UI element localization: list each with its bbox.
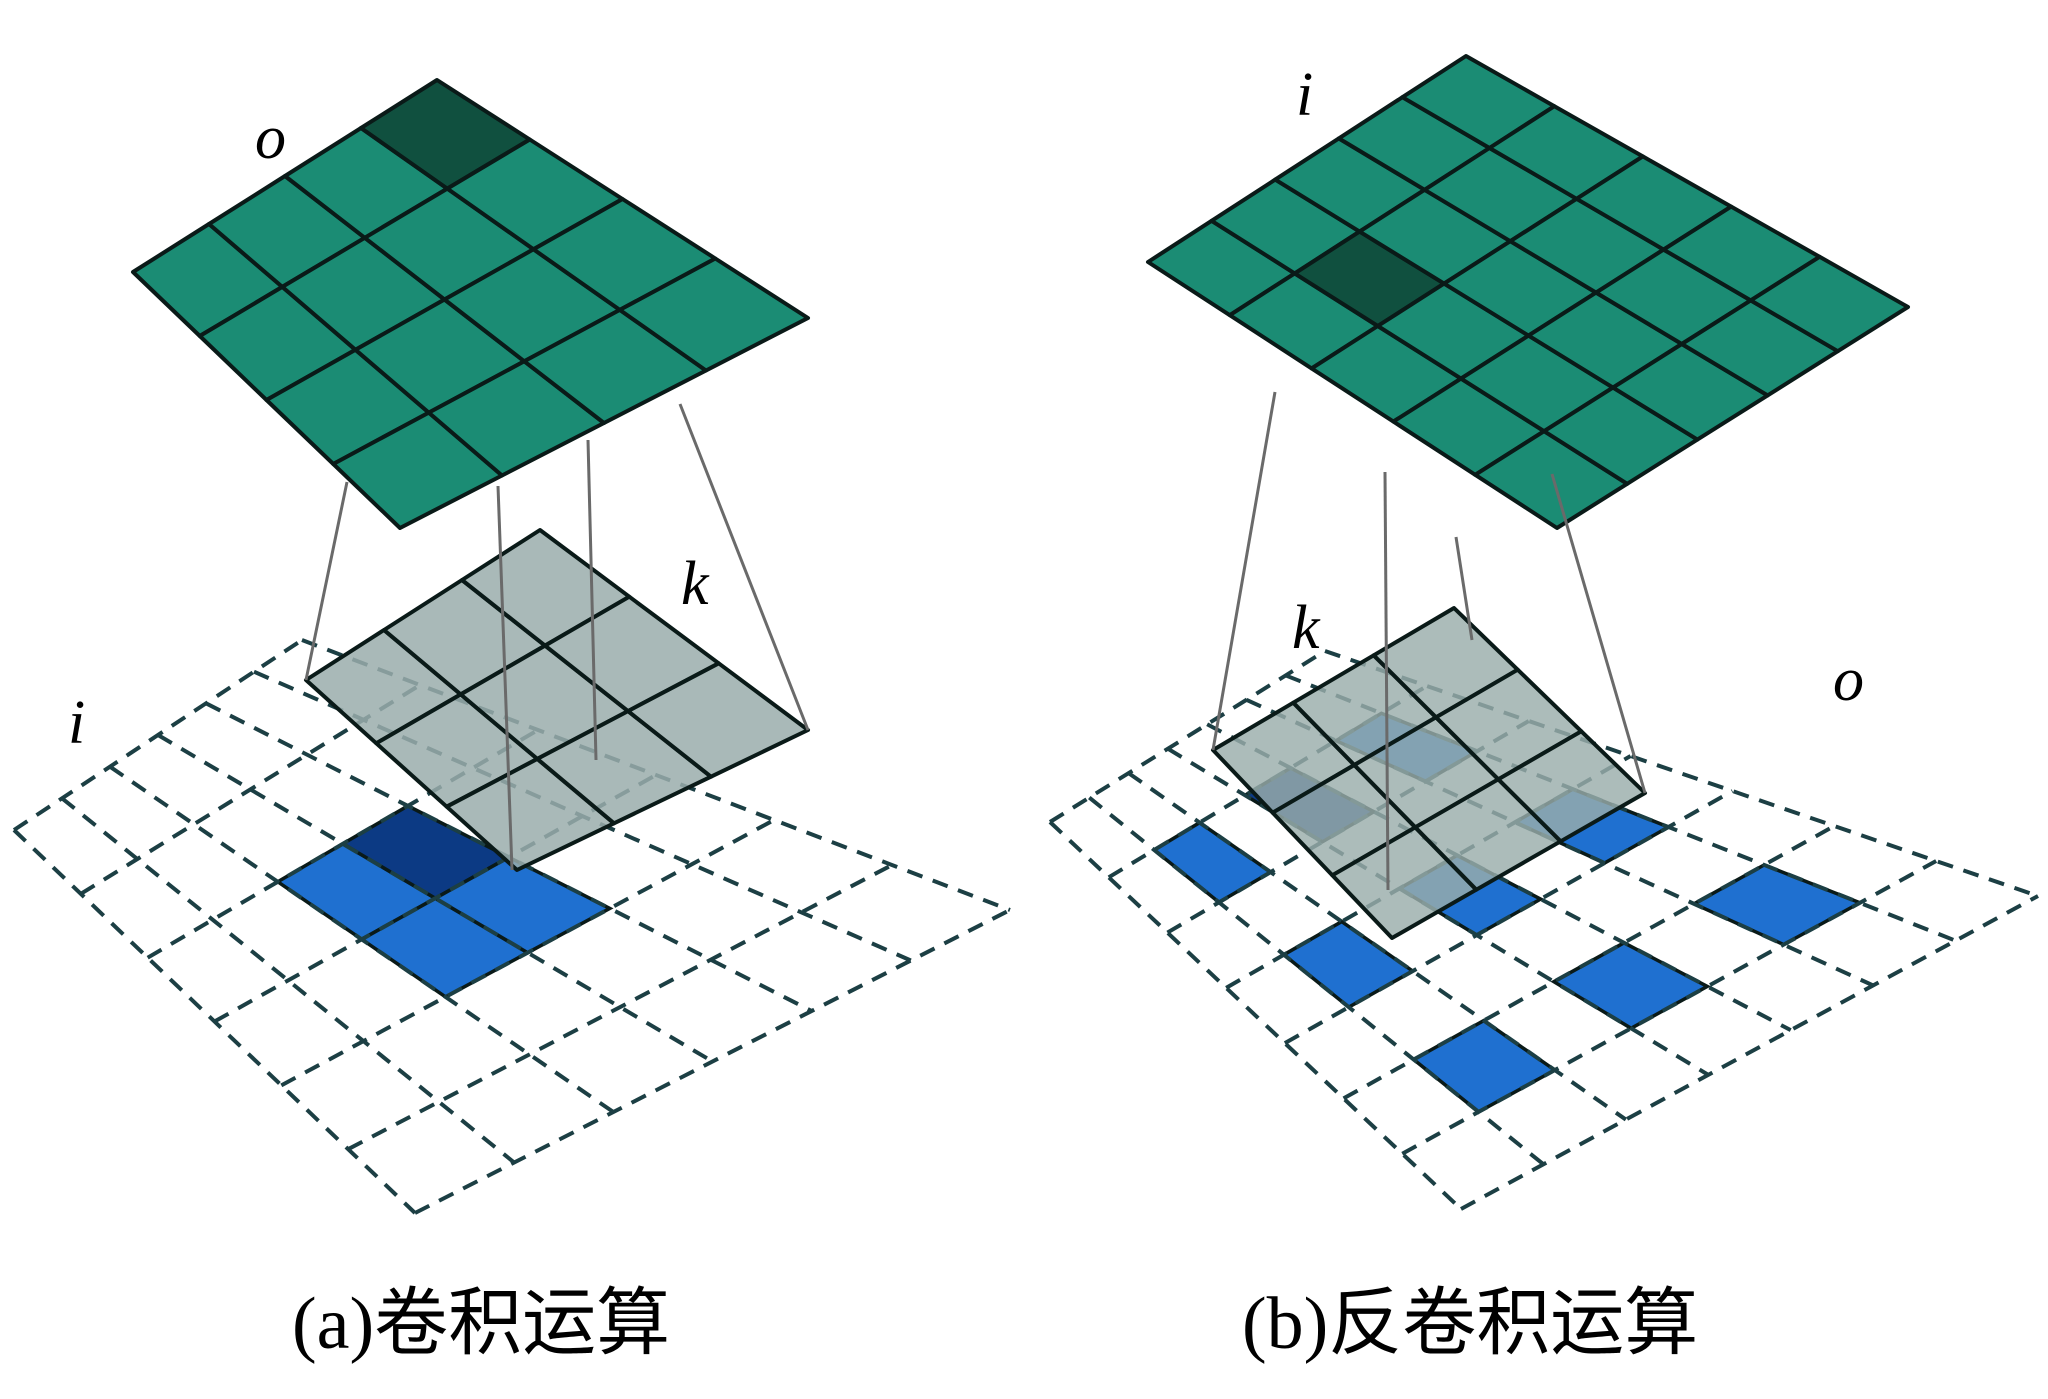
input-grid xyxy=(1146,54,1910,530)
grid-line xyxy=(1088,796,1545,1166)
grid-line xyxy=(1342,824,1836,1101)
grid-line xyxy=(1048,820,1463,1211)
input-grid-dashed xyxy=(12,638,1011,1215)
input-label-i: i xyxy=(1296,61,1313,129)
grid-line xyxy=(1166,747,1710,1077)
grid-line xyxy=(146,728,540,960)
grid-line xyxy=(108,765,615,1114)
grid-line xyxy=(213,773,657,1024)
connector-line xyxy=(304,481,349,681)
input-cell xyxy=(1748,254,1910,354)
kernel-label-k: k xyxy=(1292,594,1321,662)
connector-line xyxy=(586,439,598,761)
grid-line xyxy=(1166,719,1530,935)
grid-line xyxy=(12,828,417,1215)
output-grid-dashed xyxy=(1048,649,2039,1211)
connector-line xyxy=(1211,391,1277,751)
output-cell xyxy=(617,256,810,373)
kernel-grid xyxy=(1211,606,1647,940)
input-label-i: i xyxy=(68,689,85,757)
grid-line xyxy=(1324,649,2039,898)
connector-line xyxy=(1383,471,1390,891)
output-label-o: o xyxy=(1833,646,1864,714)
filled-cell xyxy=(1550,940,1712,1031)
grid-line xyxy=(1283,789,1734,1045)
convolution-panel: o k i (a)卷积运算 xyxy=(12,78,1011,1365)
filled-cell xyxy=(1690,862,1865,947)
kernel-grid xyxy=(304,528,810,872)
connector-line xyxy=(1550,473,1647,794)
grid-line xyxy=(60,796,516,1165)
grid-line xyxy=(1460,894,2039,1211)
output-grid xyxy=(131,78,810,530)
grid-line xyxy=(1127,771,1628,1122)
output-label-o: o xyxy=(255,104,286,172)
grid-line xyxy=(347,863,893,1151)
deconvolution-panel: i k o (b)反卷积运算 xyxy=(1048,54,2039,1365)
projection-lines xyxy=(304,403,810,871)
projection-lines xyxy=(1211,391,1647,891)
connector-line xyxy=(678,403,810,731)
filled-cell xyxy=(1410,1018,1559,1114)
grid-line xyxy=(1401,859,1938,1156)
caption-b: (b)反卷积运算 xyxy=(1242,1283,1698,1365)
filled-cell xyxy=(1151,820,1274,905)
kernel-label-k: k xyxy=(681,550,710,618)
connector-line xyxy=(496,485,514,871)
connector-line xyxy=(1454,536,1474,641)
caption-a: (a)卷积运算 xyxy=(292,1283,670,1365)
